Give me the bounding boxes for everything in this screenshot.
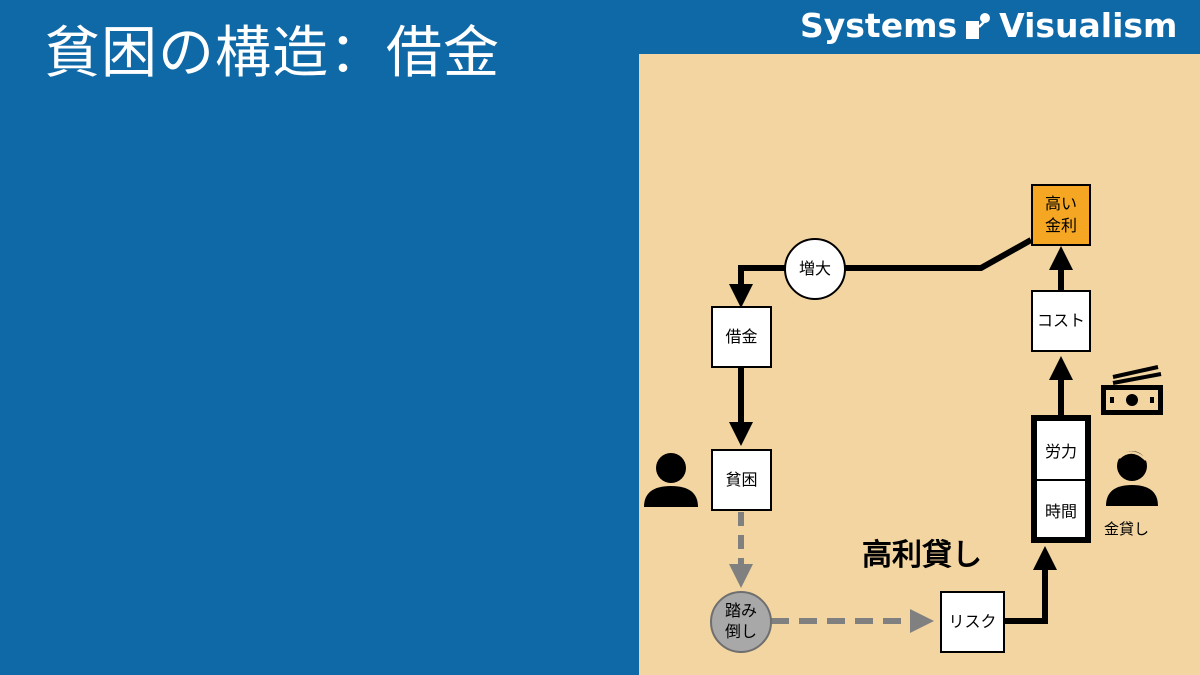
link-interest-to-increase [843,237,1033,271]
person-icon [644,453,698,507]
money-bills-icon [1101,365,1163,415]
node-default-label: 踏み 倒し [724,601,757,641]
brand-name-visualism: Visualism [999,6,1178,45]
node-increase: 増大 [784,238,846,300]
page-title: 貧困の構造：借金 [44,21,500,86]
brand-name-systems: Systems [800,6,958,45]
node-labor: 労力 [1037,421,1085,479]
node-default: 踏み 倒し [710,591,772,653]
moneylender-label: 金貸し [1104,520,1150,538]
node-poverty-label: 貧困 [725,470,758,490]
node-cost: コスト [1031,290,1091,352]
node-high-interest-label: 高い 金利 [1044,194,1077,235]
node-high-interest: 高い 金利 [1031,184,1091,246]
moneylender-person-icon [1106,451,1158,506]
brand-logo: Systems Visualism [800,6,1177,45]
link-increase-to-debt [729,265,787,308]
systems-visualism-logo-icon [966,12,991,39]
node-increase-label: 増大 [798,258,831,278]
loan-shark-label: 高利貸し [862,538,982,573]
node-time-label: 時間 [1044,502,1077,521]
link-risk-to-labor [1005,546,1057,624]
node-poverty: 貧困 [711,449,772,511]
node-time: 時間 [1037,479,1085,539]
node-debt-label: 借金 [725,327,758,347]
node-cost-label: コスト [1036,311,1085,331]
node-labor-time: 労力 時間 [1031,415,1091,543]
node-labor-label: 労力 [1044,442,1077,461]
node-debt: 借金 [711,306,772,368]
node-risk-label: リスク [948,612,997,632]
node-risk: リスク [940,591,1005,653]
